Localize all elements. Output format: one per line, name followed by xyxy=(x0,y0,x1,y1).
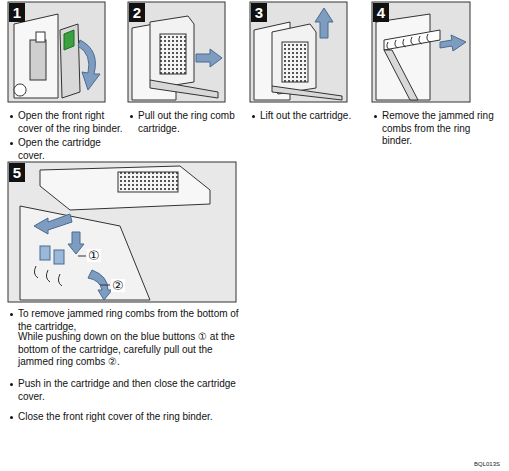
instruction-text: Pull out the ring comb cartridge. xyxy=(138,110,238,135)
bullet-dot xyxy=(10,313,13,316)
bullet-dot xyxy=(252,115,255,118)
step-number-box: 4 xyxy=(373,3,389,22)
step-number: 3 xyxy=(255,5,263,20)
panel-five-art xyxy=(8,162,236,302)
bullet-dot xyxy=(10,416,13,419)
panel-two-art xyxy=(128,2,225,102)
instruction-text: Close the front right cover of the ring … xyxy=(18,411,278,424)
step-number-box: 2 xyxy=(129,3,145,22)
step-number: 4 xyxy=(377,5,385,20)
bullet-dot xyxy=(10,383,13,386)
figure-code: BQL013S xyxy=(474,461,500,469)
bullet-dot xyxy=(10,142,13,145)
step-number: 2 xyxy=(133,5,141,20)
callout-number: ① xyxy=(87,249,101,262)
instruction-text: While pushing down on the blue buttons ①… xyxy=(18,331,248,369)
callout-number: ② xyxy=(111,279,125,292)
step-number-box: 3 xyxy=(251,3,267,22)
step-number-box: 1 xyxy=(9,3,25,22)
instruction-text: Push in the cartridge and then close the… xyxy=(18,378,248,403)
instruction-text: Lift out the cartridge. xyxy=(260,110,360,123)
instruction-text: Open the cartridge cover. xyxy=(18,137,126,162)
bullet-dot xyxy=(374,115,377,118)
step-number: 1 xyxy=(13,5,21,20)
panel-one-art xyxy=(8,2,105,102)
instruction-text: Remove the jammed ring combs from the ri… xyxy=(382,110,494,148)
panel-four-art xyxy=(372,2,470,102)
step-number-box: 5 xyxy=(9,163,25,182)
bullet-dot xyxy=(10,115,13,118)
panel-three-art xyxy=(250,2,347,102)
instruction-text: To remove jammed ring combs from the bot… xyxy=(18,308,243,333)
bullet-dot xyxy=(130,115,133,118)
instruction-text: Open the front right cover of the ring b… xyxy=(18,110,126,135)
step-number: 5 xyxy=(13,165,21,180)
